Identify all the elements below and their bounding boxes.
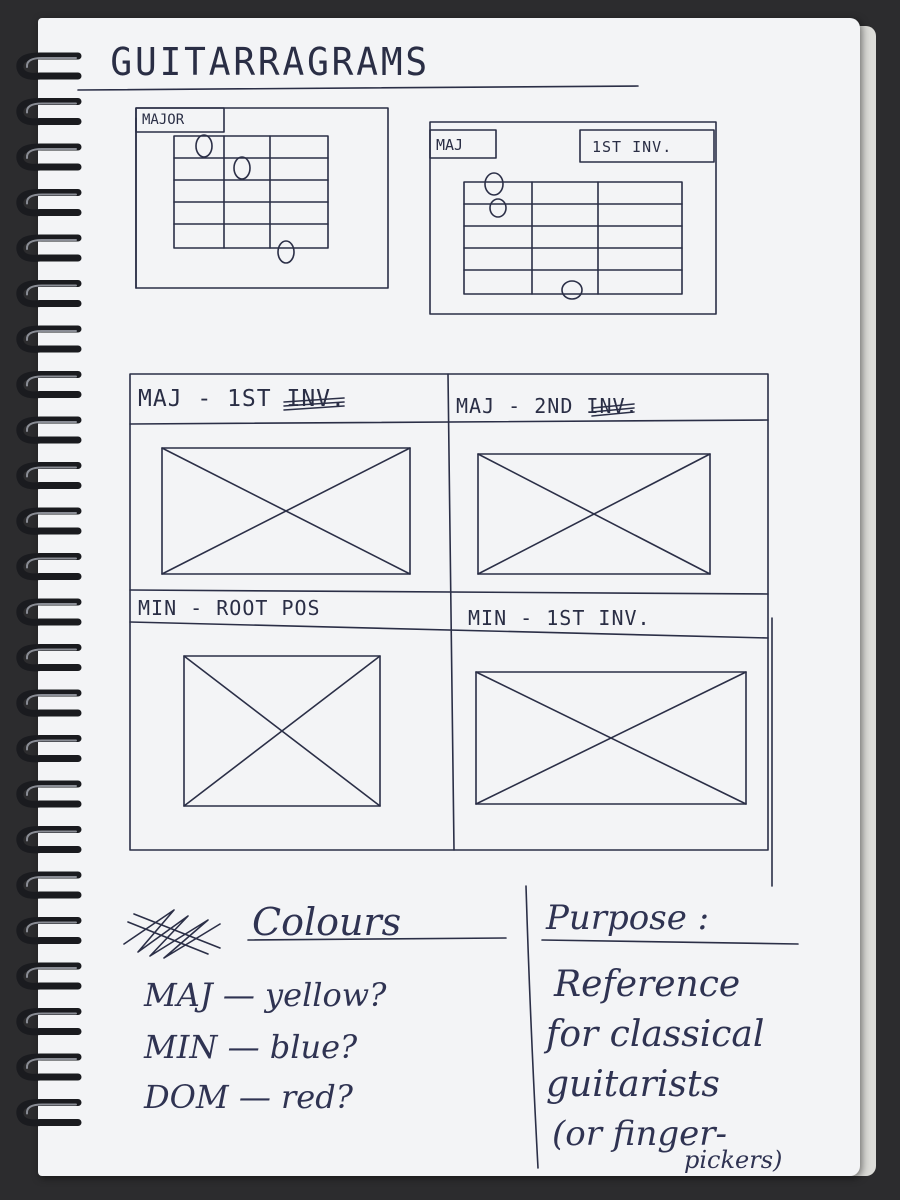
spiral-coil [16,780,82,808]
chord-diagram-maj-1st-inv [429,121,717,315]
scribbled-out-word [123,909,221,959]
purpose-line-4: (or finger- [552,1114,727,1154]
sketch-lines [77,85,799,1169]
purpose-line-2: for classical [546,1014,765,1055]
spiral-coil [16,234,82,262]
colour-item-maj: MAJ — yellow? [144,976,387,1014]
purpose-line-5: pickers) [684,1146,783,1174]
spiral-coil [16,553,82,581]
spiral-binding [16,52,82,1127]
spiral-coil [16,189,82,217]
spiral-coil [16,371,82,399]
colour-item-min: MIN — blue? [144,1028,358,1066]
spiral-coil [16,689,82,717]
panel-grid [129,373,773,887]
spiral-coil [16,1053,82,1081]
spiral-coil [16,507,82,535]
spiral-coil [16,962,82,990]
purpose-line-3: guitarists [546,1064,720,1105]
purpose-heading: Purpose : [546,898,710,938]
diagram-label-maj: MAJ [436,136,464,154]
sketchbook-page: GUITARRAGRAMS [38,18,860,1176]
spiral-coil [16,143,82,171]
panel-label-min-root-pos: MIN - ROOT POS [138,596,321,620]
spiral-coil [16,280,82,308]
spiral-coil [16,325,82,353]
title-underline [77,85,639,91]
spiral-coil [16,416,82,444]
spiral-coil [16,462,82,490]
diagram-tag-1st-inv: 1ST INV. [592,138,673,156]
spiral-coil [16,1008,82,1036]
panel-label-maj-2nd-inv: MAJ - 2ND INV. [456,394,639,418]
chord-diagram-major [135,107,389,289]
spiral-coil [16,735,82,763]
panel-label-min-1st-inv: MIN - 1ST INV. [468,606,651,630]
spiral-coil [16,826,82,854]
spiral-coil [16,644,82,672]
spiral-coil [16,598,82,626]
spiral-coil [16,1099,82,1127]
page-title: GUITARRAGRAMS [110,40,431,84]
diagram-label-major: MAJOR [142,112,185,128]
colour-item-dom: DOM — red? [144,1078,353,1116]
spiral-coil [16,98,82,126]
colours-heading: Colours [252,900,402,944]
spiral-coil [16,52,82,80]
panel-label-maj-1st-inv: MAJ - 1ST INV. [138,386,346,412]
spiral-coil [16,871,82,899]
purpose-line-1: Reference [554,964,741,1005]
spiral-coil [16,917,82,945]
